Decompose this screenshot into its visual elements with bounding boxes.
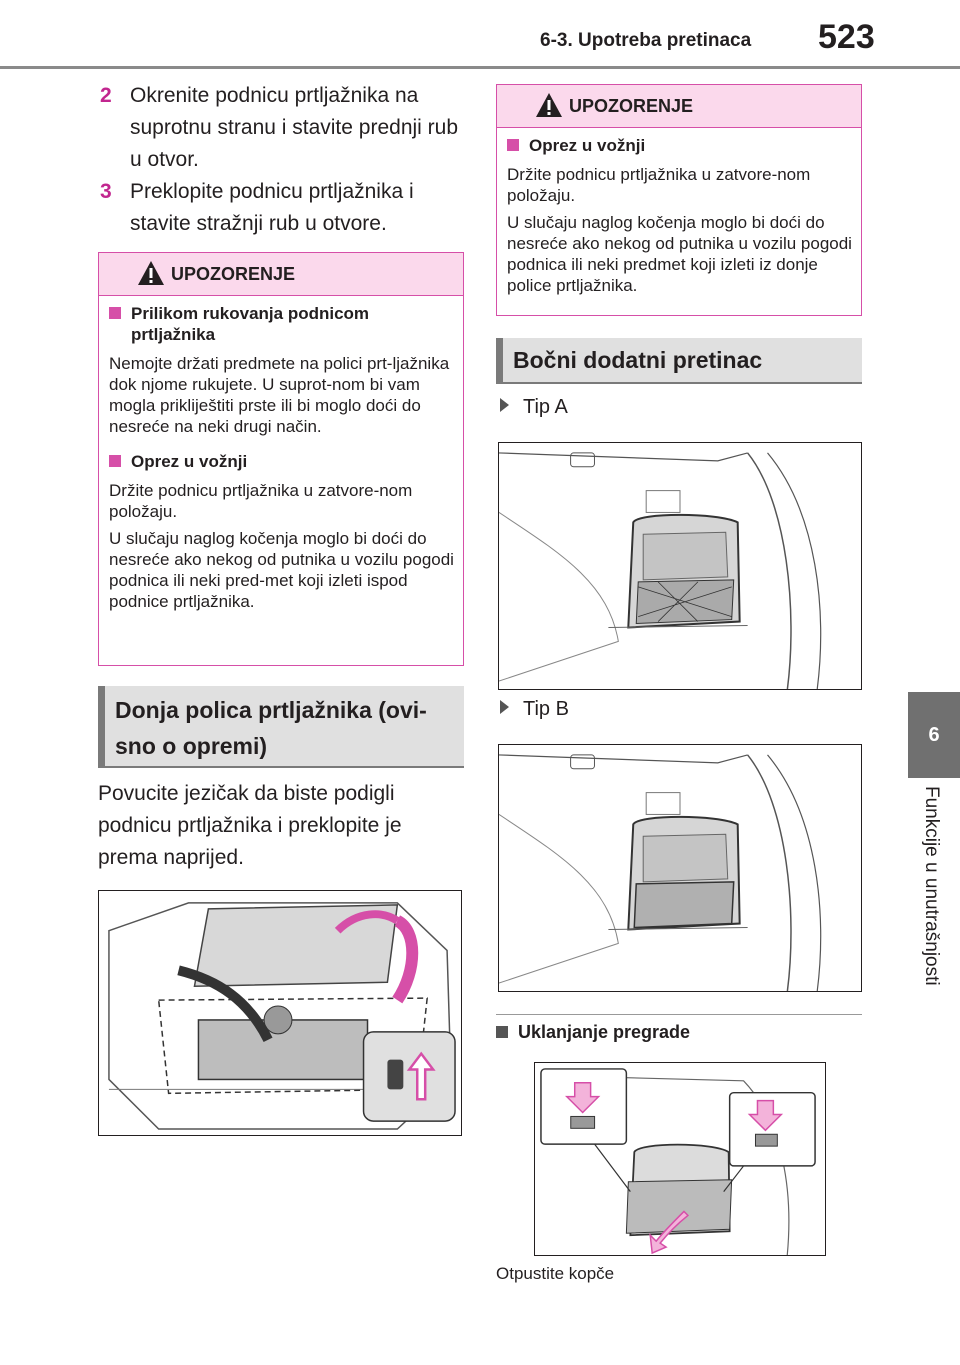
header-rule [0, 66, 960, 69]
side-box-a-illustration [499, 452, 822, 689]
warning-text: Držite podnicu prtljažnika u zatvore-nom… [507, 165, 811, 205]
triangle-bullet-icon [500, 398, 509, 412]
bullet-square-icon [507, 139, 519, 151]
step-text: Preklopite podnicu prtljažnika i stavite… [130, 180, 414, 235]
warning-subtitle: Oprez u vožnji [529, 136, 646, 155]
trunk-shelf-illustration [108, 902, 456, 1130]
bullet-square-icon [109, 455, 121, 467]
chapter-tab: 6 [908, 692, 960, 778]
warning-text: Držite podnicu prtljažnika u zatvore-nom… [109, 481, 413, 521]
tip-b-label: Tip B [500, 698, 569, 721]
removal-title: Uklanjanje pregrade [518, 1022, 691, 1042]
warning-text: Nemojte držati predmete na polici prt-lj… [109, 354, 450, 436]
section-title: Donja polica prtljažnika (ovi-sno o opre… [115, 697, 427, 759]
warning-box-left: UPOZORENJE Prilikom rukovanja podnicom p… [98, 252, 464, 666]
warning-text: U slučaju naglog kočenja moglo bi doći d… [507, 213, 852, 295]
step-number: 3 [100, 180, 112, 203]
warning-body: Prilikom rukovanja podnicom prtljažnika … [109, 303, 455, 618]
lower-shelf-instructions: Povucite jezičak da biste podigli podnic… [98, 782, 402, 869]
warning-subtitle: Prilikom rukovanja podnicom prtljažnika [131, 304, 370, 344]
warning-header: UPOZORENJE [99, 253, 463, 296]
figure-tip-a [498, 442, 862, 690]
removal-subheading: Uklanjanje pregrade [496, 1022, 690, 1043]
partition-removal-illustration [540, 1068, 816, 1255]
warning-header: UPOZORENJE [497, 85, 861, 128]
figure-tip-b [498, 744, 862, 992]
warning-box-right: UPOZORENJE Oprez u vožnji Držite podnicu… [496, 84, 862, 316]
warning-triangle-icon [138, 261, 164, 285]
figure-removal [534, 1062, 826, 1256]
figure-lower-shelf [98, 890, 462, 1136]
warning-label: UPOZORENJE [171, 264, 296, 284]
warning-label: UPOZORENJE [569, 96, 694, 116]
page-number: 523 [818, 18, 875, 56]
tip-b-text: Tip B [523, 698, 569, 720]
tip-a-text: Tip A [523, 396, 568, 418]
section-header-lower-shelf: Donja polica prtljažnika (ovi-sno o opre… [98, 686, 464, 768]
step-2: 2 Okrenite podnicu prtljažnika na suprot… [100, 80, 470, 180]
step-number: 2 [100, 84, 112, 107]
warning-body: Oprez u vožnji Držite podnicu prtljažnik… [507, 135, 853, 302]
side-box-b-illustration [499, 754, 822, 991]
step-3: 3 Preklopite podnicu prtljažnika i stavi… [100, 176, 470, 246]
chapter-number: 6 [928, 723, 940, 746]
section-title: 6-3. Upotreba pretinaca [540, 30, 752, 51]
tip-a-label: Tip A [500, 396, 568, 419]
divider [496, 1014, 862, 1015]
warning-subtitle: Oprez u vožnji [131, 452, 248, 471]
triangle-bullet-icon [500, 700, 509, 714]
section-title: Bočni dodatni pretinac [513, 347, 763, 373]
warning-text: U slučaju naglog kočenja moglo bi doći d… [109, 529, 454, 611]
step-text: Okrenite podnicu prtljažnika na suprotnu… [130, 84, 459, 171]
chapter-title-vertical: Funkcije u unutrašnjosti [918, 786, 942, 1026]
removal-caption: Otpustite kopče [496, 1264, 615, 1283]
bullet-square-icon [109, 307, 121, 319]
bullet-square-icon [496, 1026, 508, 1038]
warning-triangle-icon [536, 93, 562, 117]
chapter-title: Funkcije u unutrašnjosti [921, 786, 942, 986]
section-header-side-box: Bočni dodatni pretinac [496, 338, 862, 384]
